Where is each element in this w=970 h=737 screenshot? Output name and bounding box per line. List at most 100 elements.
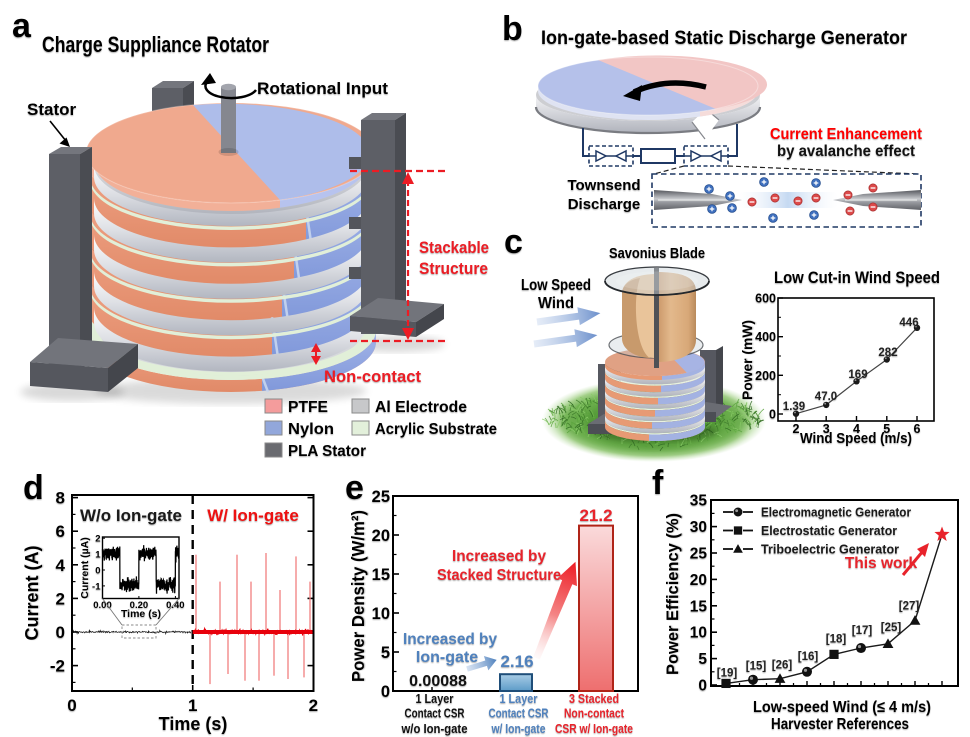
svg-text:2: 2 <box>56 589 65 608</box>
svg-text:3: 3 <box>823 422 830 436</box>
svg-text:Time (s): Time (s) <box>121 608 161 620</box>
svg-text:400: 400 <box>755 330 776 344</box>
svg-text:Ion-gate: Ion-gate <box>416 649 478 666</box>
svg-text:[19]: [19] <box>717 667 738 679</box>
svg-text:1 Layer: 1 Layer <box>500 691 538 706</box>
svg-text:15: 15 <box>372 566 390 584</box>
svg-text:Savonius Blade: Savonius Blade <box>609 245 705 262</box>
svg-text:0.00: 0.00 <box>93 600 112 611</box>
svg-text:1.39: 1.39 <box>783 401 805 413</box>
svg-text:600: 600 <box>755 292 776 306</box>
svg-text:W/o Ion-gate: W/o Ion-gate <box>80 506 182 525</box>
svg-text:PLA Stator: PLA Stator <box>288 443 366 460</box>
svg-text:a: a <box>12 7 32 45</box>
svg-text:Contact CSR: Contact CSR <box>489 706 549 721</box>
svg-text:Harvester References: Harvester References <box>771 716 909 733</box>
svg-text:-2: -2 <box>50 657 65 676</box>
svg-text:CSR w/ Ion-gate: CSR w/ Ion-gate <box>555 721 633 736</box>
svg-text:[17]: [17] <box>852 625 873 637</box>
svg-text:6: 6 <box>914 422 921 436</box>
svg-text:[15]: [15] <box>746 661 767 673</box>
svg-text:21.2: 21.2 <box>579 506 612 525</box>
svg-text:Power Density (W/m²): Power Density (W/m²) <box>348 510 368 682</box>
svg-text:Low Cut-in Wind Speed: Low Cut-in Wind Speed <box>774 268 940 287</box>
svg-text:1 Layer: 1 Layer <box>416 691 454 706</box>
svg-text:10: 10 <box>372 605 390 623</box>
svg-text:f: f <box>652 464 664 502</box>
svg-text:25: 25 <box>372 488 390 506</box>
svg-text:-1: -1 <box>92 581 101 592</box>
svg-text:446: 446 <box>899 317 918 329</box>
svg-text:0: 0 <box>381 683 390 701</box>
svg-text:Current (µA): Current (µA) <box>79 537 91 598</box>
svg-text:5: 5 <box>698 651 707 668</box>
svg-text:Increased by: Increased by <box>403 631 497 648</box>
svg-text:1: 1 <box>95 550 101 561</box>
svg-text:Stacked Structure: Stacked Structure <box>437 567 561 584</box>
svg-text:Ion-gate-based Static Discharg: Ion-gate-based Static Discharge Generato… <box>541 28 908 49</box>
svg-text:[18]: [18] <box>826 633 847 645</box>
svg-text:Charge Suppliance Rotator: Charge Suppliance Rotator <box>42 32 269 57</box>
svg-text:Time (s): Time (s) <box>159 714 228 734</box>
svg-text:c: c <box>504 223 523 261</box>
svg-text:[16]: [16] <box>798 651 819 663</box>
svg-text:Contact CSR: Contact CSR <box>405 706 465 721</box>
svg-text:Discharge: Discharge <box>568 196 641 213</box>
svg-text:47.0: 47.0 <box>815 391 837 403</box>
svg-text:5: 5 <box>381 644 390 662</box>
svg-text:Low Speed: Low Speed <box>521 277 591 294</box>
svg-text:[26]: [26] <box>772 660 793 672</box>
svg-text:Current (A): Current (A) <box>22 546 42 641</box>
svg-text:Electrostatic Generator: Electrostatic Generator <box>761 523 897 538</box>
svg-text:Power (mW): Power (mW) <box>739 320 755 400</box>
svg-text:PTFE: PTFE <box>288 399 328 416</box>
svg-text:Stackable: Stackable <box>419 238 489 257</box>
svg-text:w/o Ion-gate: w/o Ion-gate <box>401 721 468 736</box>
svg-text:0.20: 0.20 <box>130 600 149 611</box>
svg-text:35: 35 <box>690 493 708 510</box>
svg-text:0: 0 <box>698 678 707 695</box>
svg-text:2.16: 2.16 <box>500 652 533 671</box>
svg-text:Townsend: Townsend <box>567 177 640 194</box>
svg-text:0: 0 <box>56 623 65 642</box>
svg-text:20: 20 <box>690 572 707 589</box>
svg-text:2: 2 <box>95 534 100 545</box>
svg-text:Stator: Stator <box>27 100 77 119</box>
svg-text:Electromagnetic Generator: Electromagnetic Generator <box>761 505 911 520</box>
svg-text:Non-contact: Non-contact <box>564 706 625 721</box>
svg-text:W/ Ion-gate: W/ Ion-gate <box>207 506 299 525</box>
svg-text:0.40: 0.40 <box>166 600 185 611</box>
svg-text:Current Enhancement: Current Enhancement <box>770 126 922 143</box>
svg-text:30: 30 <box>690 519 707 536</box>
svg-text:Wind Speed (m/s): Wind Speed (m/s) <box>800 431 912 447</box>
svg-text:by avalanche effect: by avalanche effect <box>777 143 915 160</box>
svg-text:1: 1 <box>188 696 197 715</box>
svg-text:4: 4 <box>56 556 66 575</box>
svg-text:Acrylic Substrate: Acrylic Substrate <box>375 421 497 438</box>
svg-text:Power Efficiency (%): Power Efficiency (%) <box>663 513 682 675</box>
svg-text:6: 6 <box>56 522 65 541</box>
svg-text:Increased by: Increased by <box>452 548 546 565</box>
svg-text:b: b <box>502 10 523 48</box>
svg-text:169: 169 <box>848 369 867 381</box>
svg-text:Nylon: Nylon <box>288 421 334 438</box>
svg-text:Al Electrode: Al Electrode <box>375 399 467 416</box>
svg-text:Structure: Structure <box>419 259 488 278</box>
svg-text:25: 25 <box>690 546 708 563</box>
svg-text:8: 8 <box>56 489 65 508</box>
svg-text:0: 0 <box>95 566 100 577</box>
svg-text:0: 0 <box>769 408 776 422</box>
svg-text:0: 0 <box>67 696 76 715</box>
svg-text:[25]: [25] <box>881 622 902 634</box>
svg-text:Non-contact: Non-contact <box>324 367 421 386</box>
svg-text:e: e <box>345 469 364 507</box>
svg-text:Wind: Wind <box>538 295 574 312</box>
svg-text:15: 15 <box>690 598 708 615</box>
svg-text:4: 4 <box>853 422 860 436</box>
svg-text:w/ Ion-gate: w/ Ion-gate <box>491 721 546 736</box>
svg-text:200: 200 <box>755 369 776 383</box>
svg-text:0.00088: 0.00088 <box>409 673 467 690</box>
svg-text:2: 2 <box>793 422 800 436</box>
svg-text:2: 2 <box>309 696 318 715</box>
svg-text:Rotational Input: Rotational Input <box>257 79 388 98</box>
